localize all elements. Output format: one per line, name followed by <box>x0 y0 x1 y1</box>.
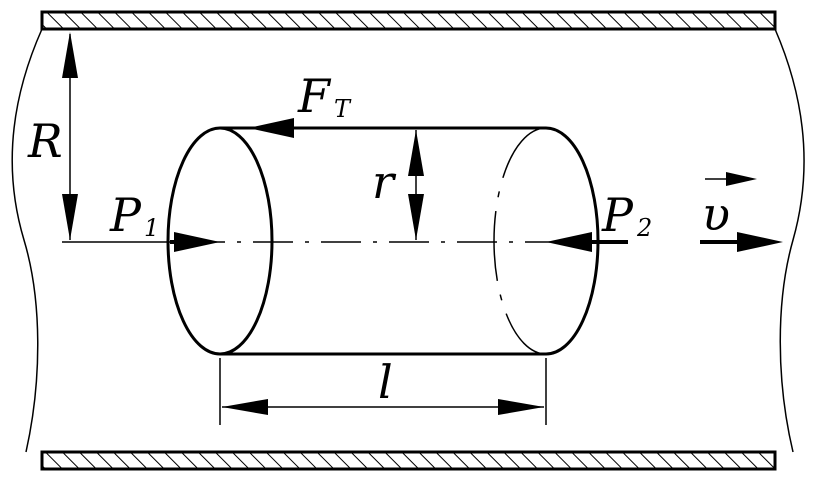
label-P2: P <box>601 188 634 242</box>
left-break-line <box>11 28 43 453</box>
velocity-vector-marker <box>705 172 757 186</box>
label-friction-force: F <box>297 69 332 123</box>
pressure-right-arrow <box>546 232 628 252</box>
label-r: r <box>372 155 397 209</box>
label-R: R <box>27 114 63 168</box>
label-P1-subscript: 1 <box>144 214 159 242</box>
velocity-arrow <box>700 232 783 252</box>
friction-force-arrow <box>248 118 296 138</box>
cylinder-radius-dimension <box>408 130 424 240</box>
label-P1: P <box>109 188 142 242</box>
cylinder-right-face-hidden <box>493 127 547 355</box>
label-velocity: υ <box>702 187 730 241</box>
label-l: l <box>378 355 393 409</box>
right-break-line <box>774 28 805 453</box>
top-pipe-wall <box>40 10 777 31</box>
bottom-pipe-wall <box>40 450 777 471</box>
length-dimension <box>219 358 547 425</box>
label-friction-force-subscript: T <box>334 95 352 123</box>
pipe-radius-dimension <box>62 32 78 240</box>
label-P2-subscript: 2 <box>636 214 652 242</box>
pressure-left-arrow <box>170 232 220 252</box>
